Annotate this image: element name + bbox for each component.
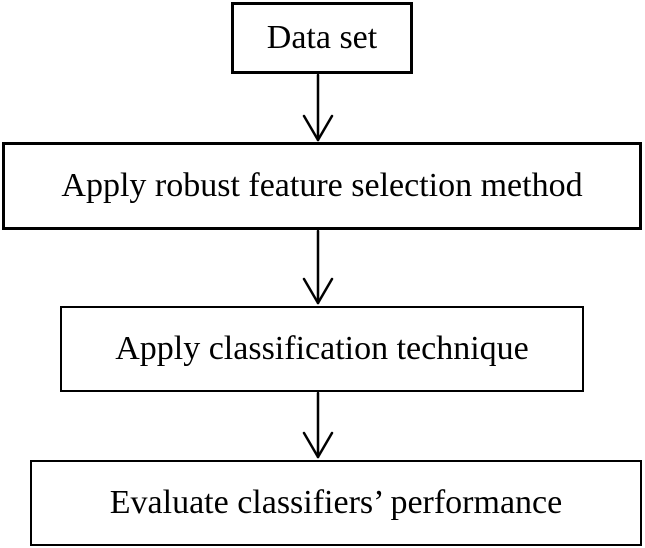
step-label: Data set — [266, 19, 378, 56]
step-label: Apply classification technique — [115, 330, 529, 367]
arrow-1-to-2 — [302, 73, 334, 142]
step-box-data-set: Data set — [231, 2, 413, 74]
arrow-2-to-3 — [302, 229, 334, 305]
arrow-3-to-4 — [302, 391, 334, 459]
step-label: Evaluate classifiers’ performance — [109, 484, 563, 521]
step-label: Apply robust feature selection method — [61, 167, 583, 204]
step-box-feature-selection: Apply robust feature selection method — [2, 142, 642, 230]
step-box-classification: Apply classification technique — [60, 306, 584, 392]
step-box-evaluation: Evaluate classifiers’ performance — [30, 460, 642, 546]
